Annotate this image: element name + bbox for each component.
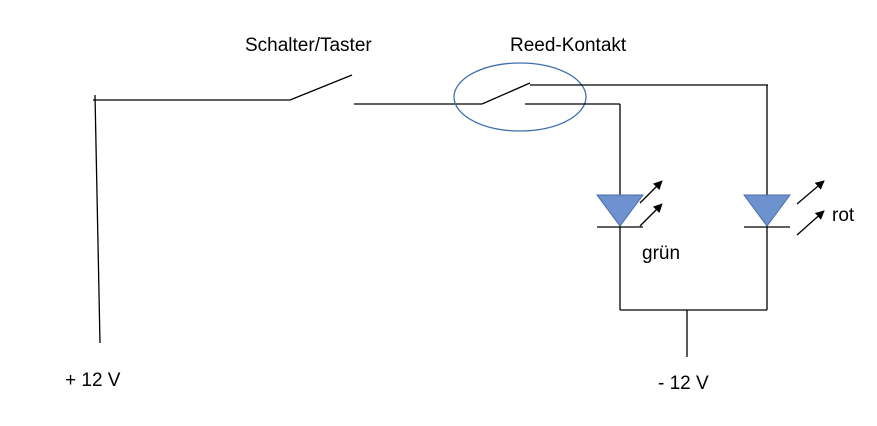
supply-minus-wire [620, 309, 767, 357]
reed-ring [453, 62, 587, 132]
supply-plus-wire [93, 94, 290, 344]
led-red-label: rot [832, 205, 855, 226]
led-green-branch [596, 104, 663, 310]
switch-label: Schalter/Taster [245, 35, 372, 56]
led-green-icon [596, 194, 644, 227]
switch-symbol [289, 74, 482, 105]
plus-voltage-label: + 12 V [65, 370, 121, 391]
led-red-branch [743, 85, 825, 310]
minus-voltage-label: - 12 V [658, 373, 709, 394]
reed-contact-label: Reed-Kontakt [510, 35, 627, 56]
led-red-icon [743, 194, 791, 227]
led-green-label: grün [642, 243, 681, 264]
reed-contact-symbol [453, 62, 768, 132]
